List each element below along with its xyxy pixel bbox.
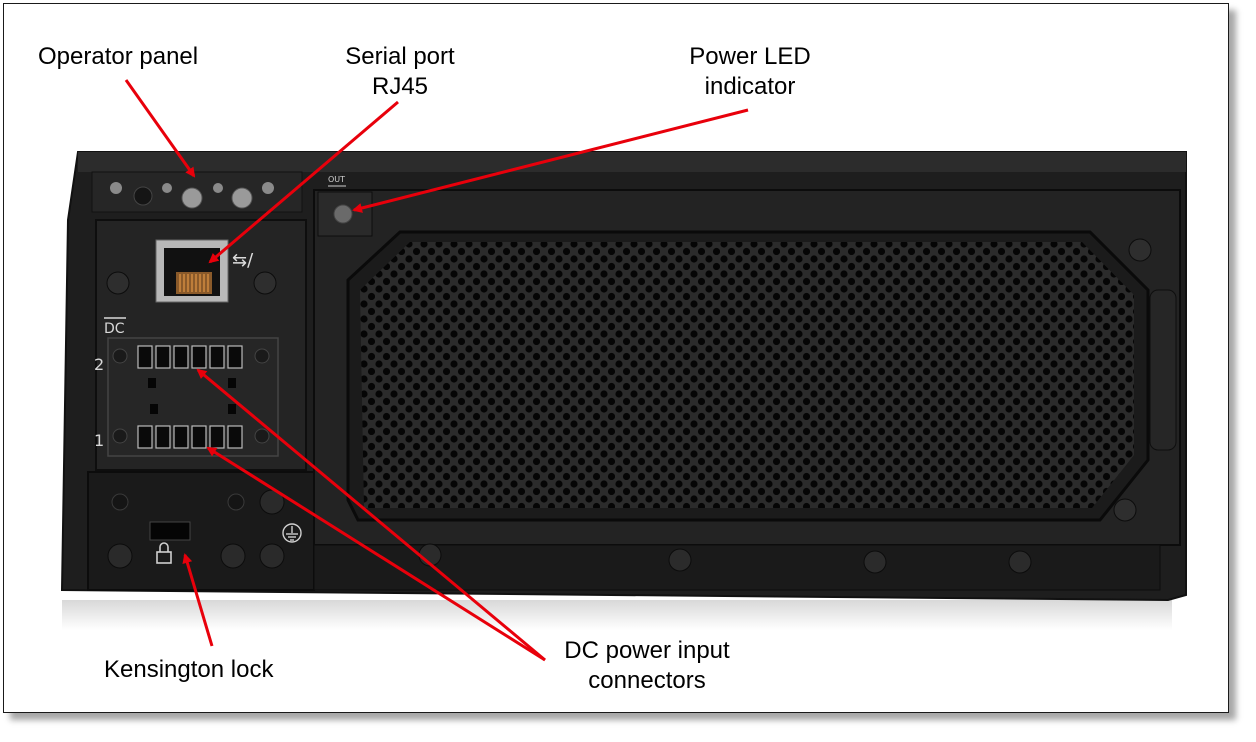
operator-panel xyxy=(110,182,274,209)
dc-connector-1 xyxy=(137,425,243,449)
serial-port-rj45 xyxy=(155,239,229,303)
screw xyxy=(1113,498,1137,522)
ground-icon xyxy=(282,523,302,543)
serial-port-glyph: ⇆/ xyxy=(232,250,254,271)
dc-connector-2 xyxy=(137,345,243,369)
label-serial-port: Serial port RJ45 xyxy=(345,43,455,100)
out-mark: OUT xyxy=(328,175,345,184)
arrow-dc-connector-2 xyxy=(196,368,546,662)
vent-grille xyxy=(360,242,1134,508)
power-led xyxy=(333,204,353,224)
screw xyxy=(253,271,277,295)
arrow-operator-panel xyxy=(124,79,196,178)
arrow-serial-port xyxy=(208,100,399,264)
connector-number-2: 2 xyxy=(94,355,104,374)
operator-button xyxy=(181,187,203,209)
label-dc-power-input: DC power input connectors xyxy=(564,637,730,694)
dc-mark: DC xyxy=(104,321,125,337)
connector-number-1: 1 xyxy=(94,431,104,450)
callout-arrows xyxy=(124,79,749,662)
screw xyxy=(1128,238,1152,262)
kensington-slot xyxy=(149,521,191,541)
arrow-power-led xyxy=(352,108,749,213)
label-power-led: Power LED indicator xyxy=(689,43,811,100)
label-operator-panel: Operator panel xyxy=(38,43,199,70)
floor-reflection xyxy=(62,600,1172,630)
dc-connector-block xyxy=(107,337,279,457)
label-kensington-lock: Kensington lock xyxy=(104,656,274,683)
lower-module xyxy=(107,489,302,569)
lock-icon xyxy=(156,542,172,564)
arrow-dc-connector-1 xyxy=(206,446,546,662)
screw xyxy=(106,271,130,295)
arrow-kensington xyxy=(182,553,214,647)
operator-button xyxy=(231,187,253,209)
